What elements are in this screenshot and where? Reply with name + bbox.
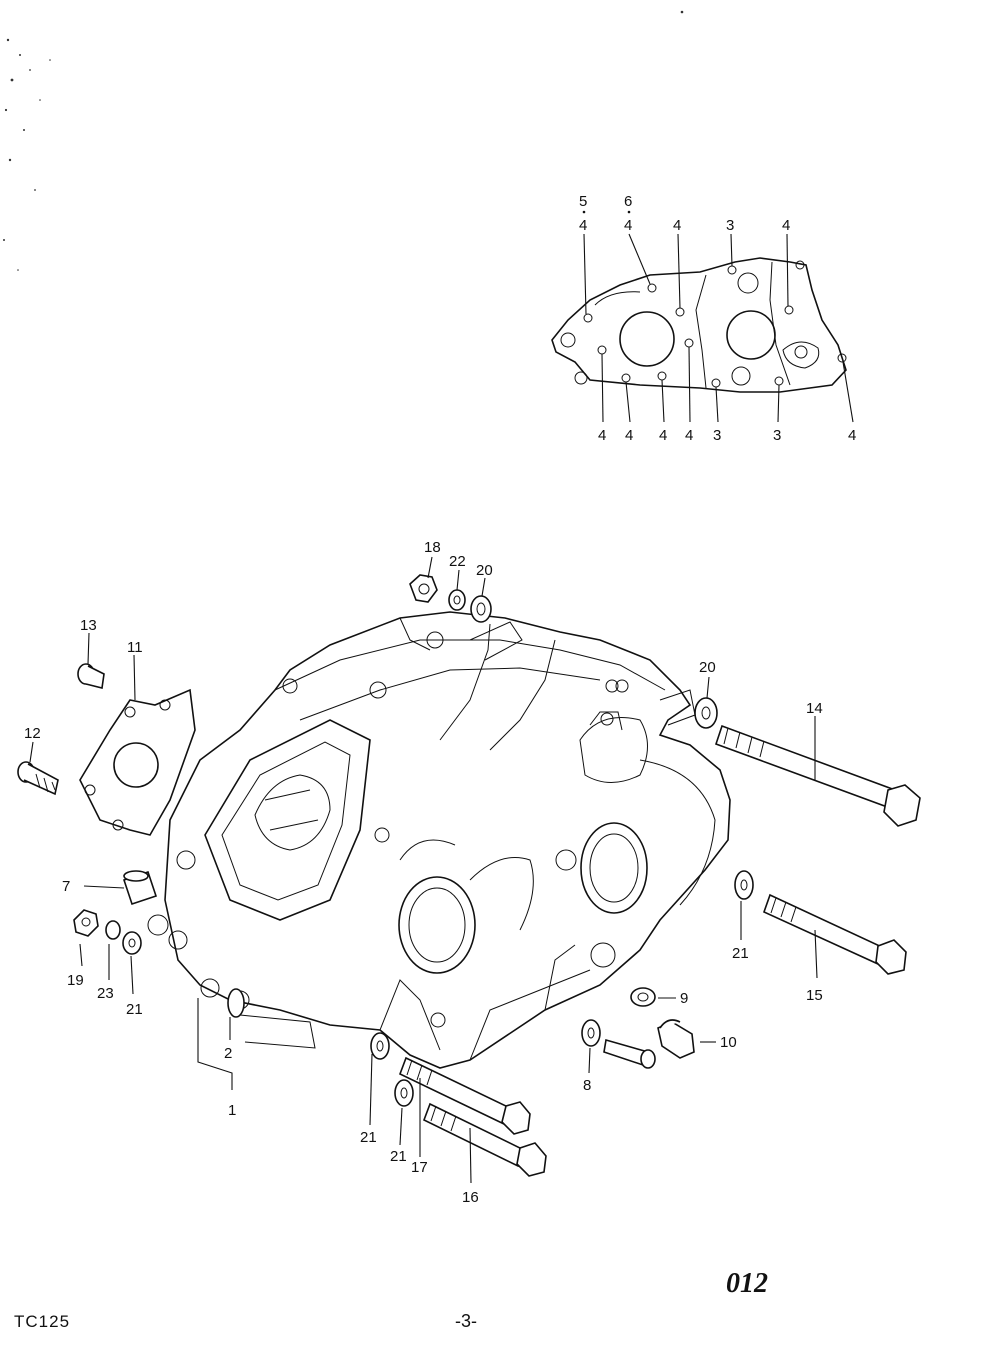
callout-22: 22 [449,553,466,570]
callout-17: 17 [411,1159,428,1176]
washer-20-top [470,595,492,623]
nut-19 [73,909,99,937]
screw-12 [17,761,59,796]
inset-callout-6: 6 [624,193,632,210]
lock-washer-23 [105,920,121,940]
washer-20-right [694,697,718,729]
inset-callout-4h: 4 [685,427,693,444]
scan-noise [3,10,684,271]
screw-13 [77,663,105,689]
through-bolt-14 [714,724,921,827]
lock-washer-22 [448,589,466,611]
callout-18: 18 [424,539,441,556]
model-code: TC125 [14,1312,71,1331]
inset-callout-4e: 4 [598,427,606,444]
inset-callout-4i: 4 [848,427,856,444]
washer-21-left [122,931,142,955]
bolt-15 [763,893,907,975]
callout-10: 10 [720,1034,737,1051]
main-callouts: 18 22 20 13 11 12 20 14 7 19 23 21 21 15… [24,539,823,1206]
washer-21-bottom-b [394,1079,414,1107]
callout-9: 9 [680,990,688,1007]
callout-2: 2 [224,1045,232,1062]
callout-20-top: 20 [476,562,493,579]
callout-16: 16 [462,1189,479,1206]
callout-1: 1 [228,1102,236,1119]
callout-21-bottom-b: 21 [390,1148,407,1165]
callout-21-bottom-a: 21 [360,1129,377,1146]
figure-code: 012 [726,1268,768,1299]
inset-callout-4a: 4 [579,217,587,234]
bolt-16 [422,1102,547,1177]
washer-21-bottom-a [370,1032,390,1060]
drain-plug-10 [657,1019,695,1059]
loose-parts [17,574,921,1177]
callout-19: 19 [67,972,84,989]
main-leader-lines [29,556,818,1184]
inset-leader-lines [583,233,854,423]
callout-15: 15 [806,987,823,1004]
nut-18 [409,574,438,603]
crankcase-assembly [147,611,731,1069]
screw-near-8 [603,1038,656,1069]
callout-13: 13 [80,617,97,634]
callout-11: 11 [127,639,143,656]
callout-12: 12 [24,725,41,742]
gasket-washer-9 [630,987,656,1007]
callout-7: 7 [62,878,70,895]
page-number: -3- [455,1311,477,1331]
callout-21-left: 21 [126,1001,143,1018]
inset-crankcase-view: 5 4 6 4 4 3 4 4 4 4 4 3 3 4 [551,193,856,444]
inset-callout-4d: 4 [782,217,790,234]
callout-21-right: 21 [732,945,749,962]
inset-callout-4f: 4 [625,427,633,444]
washer-8 [581,1019,601,1047]
callout-14: 14 [806,700,823,717]
inset-callout-4c: 4 [673,217,681,234]
washer-21-right [734,870,754,900]
inset-callout-4g: 4 [659,427,667,444]
dowel-2 [227,988,245,1018]
callout-20-right: 20 [699,659,716,676]
callout-23: 23 [97,985,114,1002]
inset-callout-3a: 3 [726,217,734,234]
inset-callout-5: 5 [579,193,587,210]
callout-8: 8 [583,1077,591,1094]
bolt-17 [398,1056,531,1135]
inset-callout-3c: 3 [773,427,781,444]
inset-callout-3b: 3 [713,427,721,444]
dowel-pin-7 [122,870,158,906]
inset-callout-4b: 4 [624,217,632,234]
